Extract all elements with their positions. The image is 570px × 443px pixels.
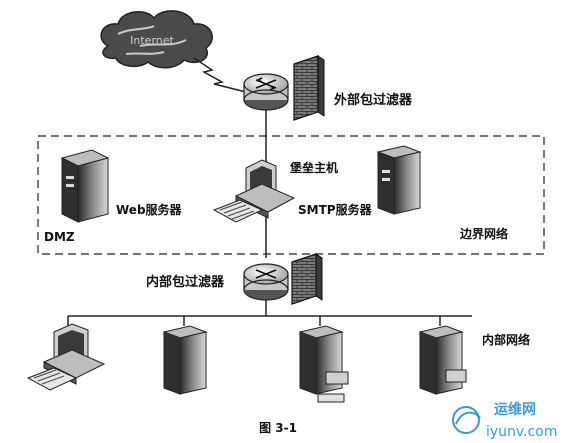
internet-label: Internet: [130, 34, 174, 47]
internal-network-label: 内部网络: [482, 332, 530, 347]
external-firewall-icon: [293, 55, 325, 121]
smtp-server-label: SMTP服务器: [298, 202, 373, 217]
watermark-site-url: iyunv.com: [486, 424, 557, 440]
bastion-host-label: 堡垒主机: [290, 160, 338, 175]
perimeter-network-label: 边界网络: [459, 226, 508, 241]
internal-server-3-icon: [418, 325, 467, 395]
figure-caption: 图 3-1: [259, 421, 297, 435]
internal-filter-label: 内部包过滤器: [146, 274, 225, 290]
internet-cloud-icon: Internet: [100, 10, 213, 69]
internal-server-2-icon: [298, 325, 349, 403]
external-filter-label: 外部包过滤器: [333, 92, 413, 108]
dmz-label: DMZ: [44, 230, 75, 244]
watermark-logo: 运维网 iyunv.com: [452, 401, 557, 440]
smtp-server-icon: [376, 145, 422, 215]
web-server-icon: [60, 149, 110, 223]
internal-router-icon: [243, 263, 289, 301]
bastion-host-icon: [212, 159, 296, 223]
web-server-label: Web服务器: [116, 202, 183, 217]
internal-workstation-icon: [26, 323, 106, 391]
dmz-boundary: [37, 135, 545, 255]
watermark-site-name: 运维网: [494, 401, 536, 418]
internal-firewall-icon: [291, 253, 323, 305]
wan-link-icon: [193, 57, 247, 93]
internal-server-1-icon: [162, 325, 208, 395]
external-router-icon: [243, 73, 289, 111]
